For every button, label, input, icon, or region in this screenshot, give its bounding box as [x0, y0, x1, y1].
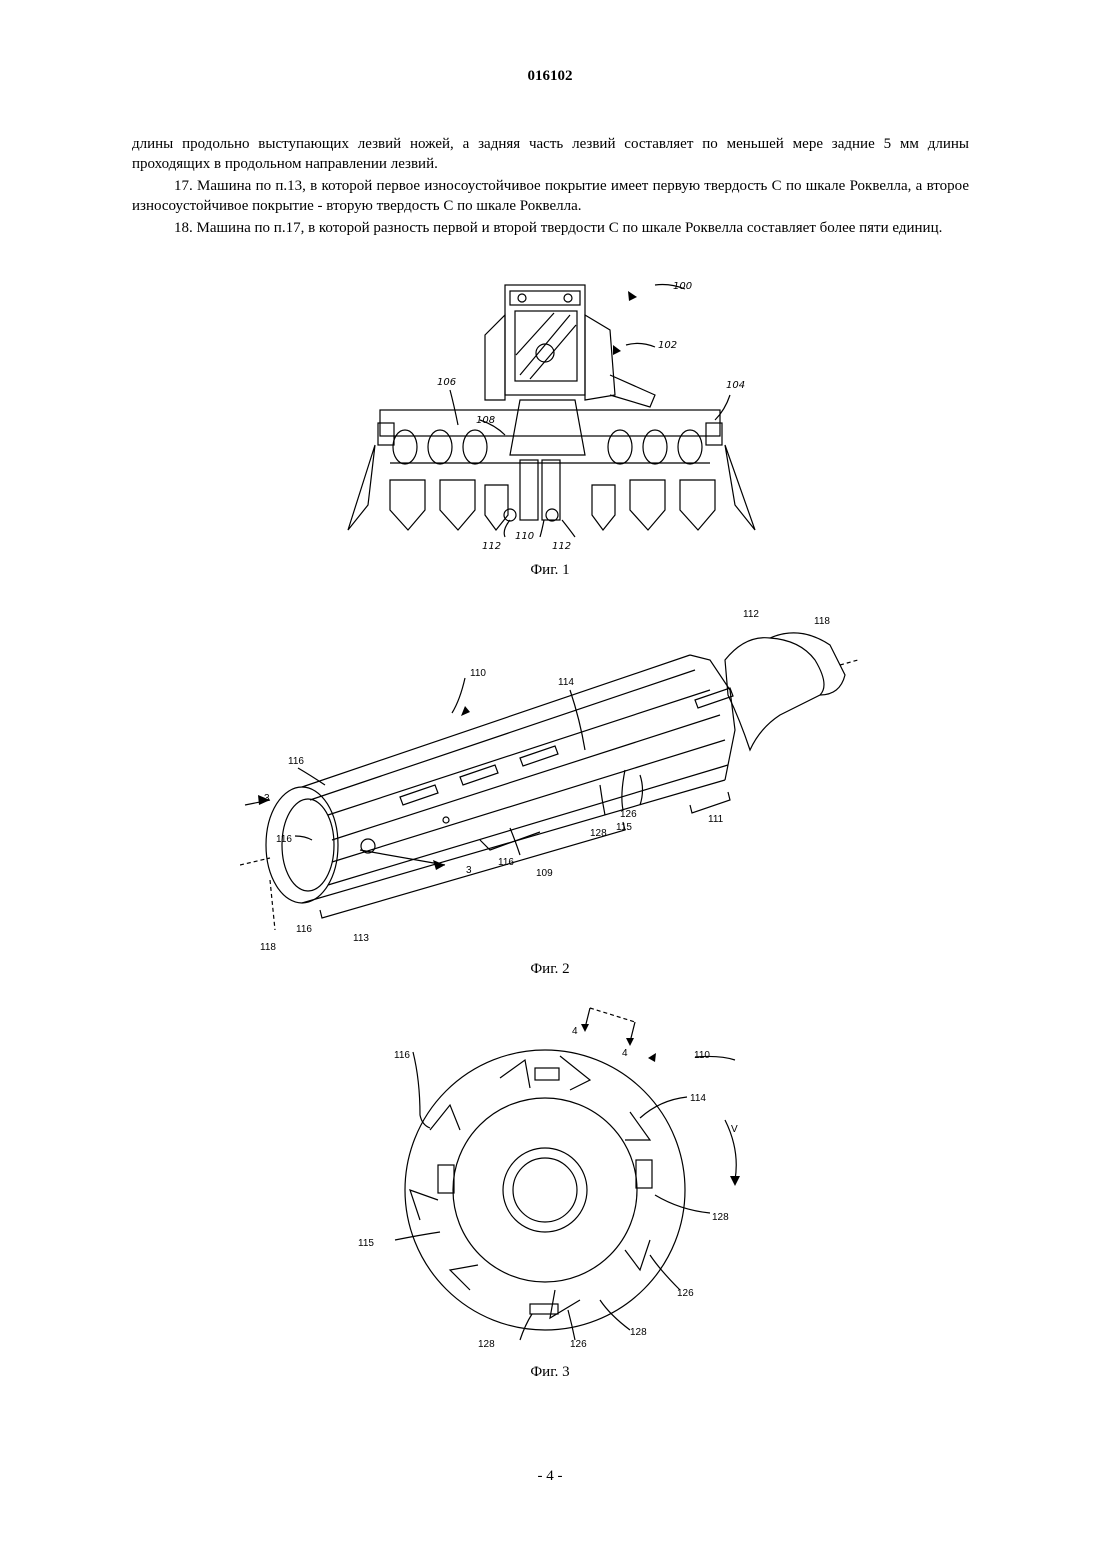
fig2-label-115: 115 [616, 822, 632, 833]
fig3-label-4-a: 4 [572, 1026, 578, 1037]
fig2-label-109: 109 [536, 868, 553, 879]
figure-2-caption: Фиг. 2 [0, 961, 1100, 978]
fig3-label-110: 110 [694, 1050, 710, 1061]
figure-1-harvester-drawing: 100 102 104 106 108 110 112 112 [330, 275, 780, 565]
fig3-label-114: 114 [690, 1093, 706, 1104]
fig2-label-113: 113 [353, 933, 369, 944]
fig1-label-106: 106 [437, 377, 456, 388]
fig2-label-126: 126 [620, 809, 637, 820]
fig2-label-112: 112 [743, 609, 759, 620]
fig2-label-116-a: 116 [288, 756, 304, 767]
fig2-label-116-b: 116 [276, 834, 292, 845]
fig3-label-4-b: 4 [622, 1048, 628, 1059]
fig2-label-118-bottom: 118 [260, 942, 276, 953]
fig2-label-111: 111 [708, 814, 724, 825]
fig1-label-102: 102 [658, 340, 677, 351]
fig3-label-116: 116 [394, 1050, 410, 1061]
fig2-label-3-a: 3 [264, 793, 270, 804]
fig2-label-128: 128 [590, 828, 607, 839]
fig3-label-126-bottom: 126 [570, 1339, 587, 1350]
fig1-label-108: 108 [476, 415, 495, 426]
fig2-label-116-c: 116 [498, 857, 514, 868]
figure-2-roll-drawing: 112 118 110 114 116 3 116 126 115 128 11… [240, 600, 860, 955]
figure-1-caption: Фиг. 1 [0, 562, 1100, 579]
fig3-label-V: V [731, 1124, 738, 1135]
paragraph-continuation: длины продольно выступающих лезвий ножей… [132, 134, 969, 174]
fig1-label-112-right: 112 [552, 541, 571, 552]
fig2-label-110: 110 [470, 668, 486, 679]
fig3-label-128-right: 128 [712, 1212, 729, 1223]
fig3-label-128-bottom-left: 128 [478, 1339, 495, 1350]
fig2-label-118-top: 118 [814, 616, 830, 627]
fig3-label-128-bottom-right: 128 [630, 1327, 647, 1338]
fig3-label-115: 115 [358, 1238, 374, 1249]
figure-3-caption: Фиг. 3 [0, 1364, 1100, 1381]
fig3-label-126-right: 126 [677, 1288, 694, 1299]
paragraph-claim-17: 17. Машина по п.13, в которой первое изн… [132, 176, 969, 216]
fig2-label-3-b: 3 [466, 865, 472, 876]
page-number: - 4 - [0, 1468, 1100, 1485]
fig1-label-100: 100 [673, 281, 692, 292]
fig2-label-116-d: 116 [296, 924, 312, 935]
figure-3-cross-section-drawing: 4 4 110 116 114 V 128 115 126 128 126 12… [350, 1000, 750, 1355]
fig1-label-112-left: 112 [482, 541, 501, 552]
fig2-label-114: 114 [558, 677, 574, 688]
document-number: 016102 [0, 68, 1100, 85]
fig1-label-104: 104 [726, 380, 745, 391]
paragraph-claim-18: 18. Машина по п.17, в которой разность п… [132, 218, 969, 238]
fig1-label-110: 110 [515, 531, 534, 542]
